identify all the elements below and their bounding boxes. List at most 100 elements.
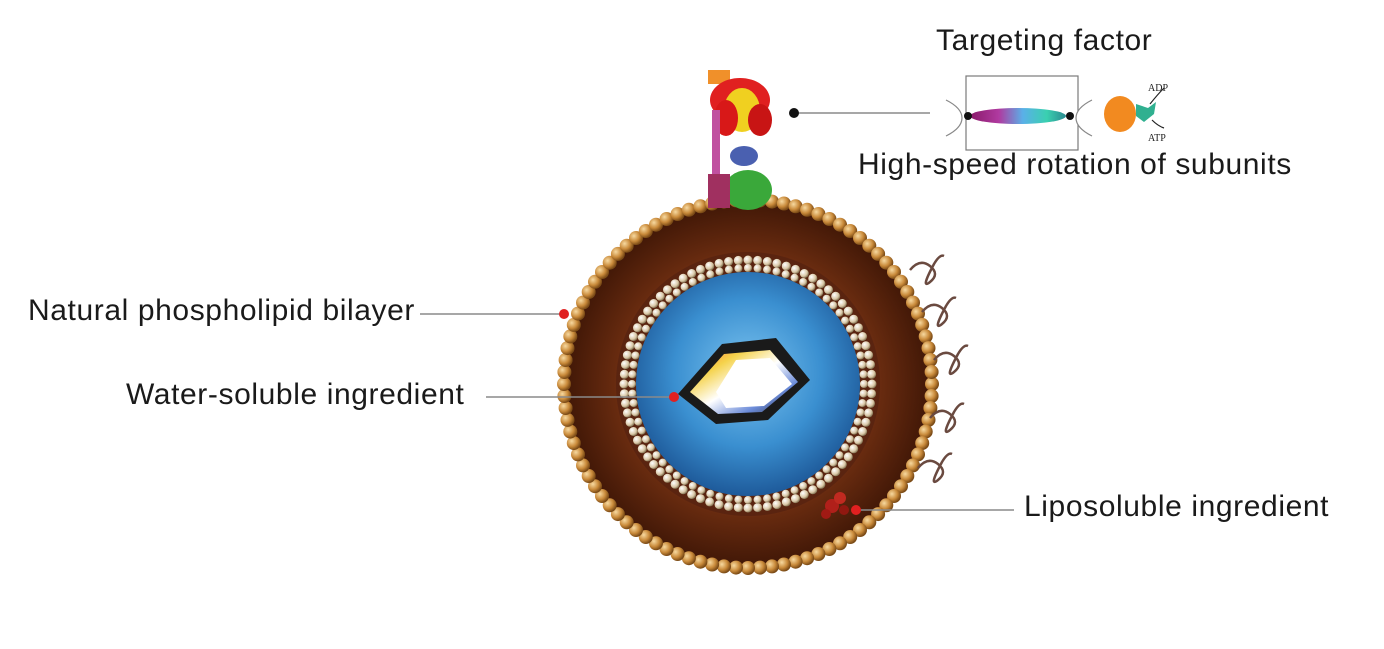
head-bead xyxy=(688,278,697,286)
head-bead xyxy=(923,353,938,367)
head-bead xyxy=(859,389,868,398)
head-bead xyxy=(791,494,800,504)
head-bead xyxy=(835,451,844,460)
head-bead xyxy=(693,199,708,214)
head-bead xyxy=(862,238,877,253)
head-bead xyxy=(894,274,908,289)
head-bead xyxy=(659,212,674,226)
marker-lipo xyxy=(851,505,861,515)
head-bead xyxy=(610,507,625,522)
head-bead xyxy=(853,342,862,351)
head-bead xyxy=(772,500,782,510)
head-bead xyxy=(829,458,838,467)
head-bead xyxy=(571,447,585,462)
leader-lines xyxy=(420,112,1014,511)
head-bead xyxy=(729,560,743,575)
head-bead xyxy=(693,554,708,569)
head-bead xyxy=(655,467,665,477)
head-bead xyxy=(753,503,763,513)
head-bead xyxy=(566,317,581,332)
head-bead xyxy=(849,444,859,454)
marker-water xyxy=(669,392,679,402)
head-bead xyxy=(879,498,894,513)
head-bead xyxy=(906,295,920,310)
head-bead xyxy=(831,467,841,477)
head-bead xyxy=(642,435,650,444)
head-bead xyxy=(911,306,925,321)
head-bead xyxy=(714,258,724,268)
head-bead xyxy=(637,333,646,342)
head-bead xyxy=(924,389,939,403)
head-bead xyxy=(887,265,901,279)
head-bead xyxy=(628,370,637,379)
head-bead xyxy=(807,477,816,486)
head-bead xyxy=(918,329,933,344)
head-bead xyxy=(646,316,655,325)
head-bead xyxy=(841,316,850,325)
head-bead xyxy=(846,324,854,333)
head-bead xyxy=(781,270,790,279)
head-bead xyxy=(824,473,833,483)
head-bead xyxy=(822,294,831,303)
protein-complex xyxy=(708,70,772,210)
head-bead xyxy=(670,279,680,289)
head-bead xyxy=(772,267,781,276)
head-bead xyxy=(791,264,800,274)
head-bead xyxy=(628,380,636,388)
head-bead xyxy=(900,469,915,483)
head-bead xyxy=(900,285,915,299)
label-targeting-factor: Targeting factor xyxy=(936,24,1153,57)
head-bead xyxy=(856,408,865,417)
head-bead xyxy=(706,270,715,279)
head-bead xyxy=(822,212,837,226)
head-bead xyxy=(822,465,831,474)
head-bead xyxy=(563,329,578,344)
head-bead xyxy=(765,559,779,574)
head-bead xyxy=(921,341,936,356)
head-bead xyxy=(649,460,659,469)
head-bead xyxy=(706,489,715,498)
marker-protein xyxy=(789,108,799,118)
head-bead xyxy=(697,486,706,495)
head-bead xyxy=(602,255,617,270)
head-bead xyxy=(581,285,596,299)
head-bead xyxy=(557,377,571,391)
head-bead xyxy=(861,341,871,351)
head-bead xyxy=(637,314,647,324)
head-bead xyxy=(861,417,871,427)
head-bead xyxy=(911,447,925,462)
label-rotation: High-speed rotation of subunits xyxy=(858,148,1292,181)
inner-head-groups xyxy=(619,255,877,513)
head-bead xyxy=(799,490,809,499)
head-bead xyxy=(763,494,772,503)
head-bead xyxy=(678,485,688,495)
head-bead xyxy=(633,435,642,445)
head-bead xyxy=(799,269,809,278)
head-bead xyxy=(856,351,865,360)
head-bead xyxy=(915,436,930,451)
head-bead xyxy=(733,255,743,265)
head-bead xyxy=(715,492,724,501)
head-bead xyxy=(790,486,799,495)
head-bead xyxy=(670,547,685,561)
head-bead xyxy=(631,351,640,360)
head-bead xyxy=(557,389,572,403)
head-bead xyxy=(776,557,791,572)
head-bead xyxy=(733,503,743,513)
head-bead xyxy=(557,365,572,379)
head-bead xyxy=(705,497,715,507)
head-bead xyxy=(588,479,602,494)
head-bead xyxy=(634,342,643,351)
head-bead xyxy=(854,323,863,333)
head-bead xyxy=(560,341,575,356)
head-bead xyxy=(808,485,818,495)
head-bead xyxy=(753,560,767,575)
head-bead xyxy=(715,267,724,276)
head-bead xyxy=(672,471,681,480)
head-bead xyxy=(717,559,731,574)
head-bead xyxy=(595,265,609,279)
head-bead xyxy=(571,306,585,321)
head-bead xyxy=(850,426,859,435)
head-bead xyxy=(560,412,575,427)
head-bead xyxy=(859,370,868,379)
